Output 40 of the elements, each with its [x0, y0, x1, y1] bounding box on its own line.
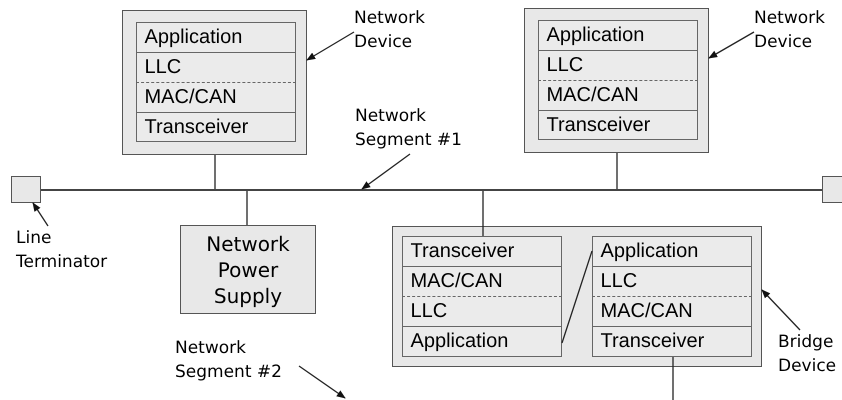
callout-label: Line Terminator: [16, 226, 124, 276]
power-supply-box: Network Power Supply: [180, 225, 316, 314]
protocol-layer: Application: [592, 236, 752, 266]
callout-label: Network Device: [354, 6, 438, 56]
connector-line: [561, 250, 593, 344]
leader-arrow: [708, 31, 754, 59]
bus-line: [41, 189, 822, 191]
connector-line: [246, 191, 248, 225]
leader-arrow: [32, 202, 49, 226]
bridge-box: [392, 226, 762, 367]
protocol-layer: Transceiver: [402, 236, 562, 266]
line-terminator: [11, 176, 41, 203]
protocol-layer: MAC/CAN: [136, 82, 296, 112]
callout-label: Bridge Device: [778, 330, 842, 380]
protocol-layer: LLC: [538, 50, 698, 80]
protocol-layer: Transceiver: [538, 110, 698, 140]
leader-arrow: [361, 153, 410, 190]
device-box: [524, 8, 709, 153]
protocol-layer: Transceiver: [136, 112, 296, 142]
protocol-layer: MAC/CAN: [402, 266, 562, 296]
protocol-layer: Transceiver: [592, 326, 752, 356]
callout-label: Network Segment #1: [355, 104, 473, 154]
protocol-layer: Application: [538, 20, 698, 50]
connector-line: [616, 153, 618, 189]
leader-arrow: [761, 289, 800, 330]
protocol-layer: Application: [402, 326, 562, 356]
protocol-layer: LLC: [402, 296, 562, 326]
connector-line: [482, 191, 484, 236]
protocol-layer: LLC: [136, 52, 296, 82]
callout-label: Network Segment #2: [175, 336, 299, 386]
protocol-layer: MAC/CAN: [592, 296, 752, 326]
protocol-layer: LLC: [592, 266, 752, 296]
connector-line: [214, 155, 216, 189]
protocol-layer: MAC/CAN: [538, 80, 698, 110]
leader-arrow: [306, 31, 354, 61]
leader-arrow: [298, 365, 346, 399]
callout-label: Network Device: [754, 6, 840, 56]
protocol-layer: Application: [136, 22, 296, 52]
connector-line: [672, 357, 674, 400]
device-box: [122, 10, 307, 155]
